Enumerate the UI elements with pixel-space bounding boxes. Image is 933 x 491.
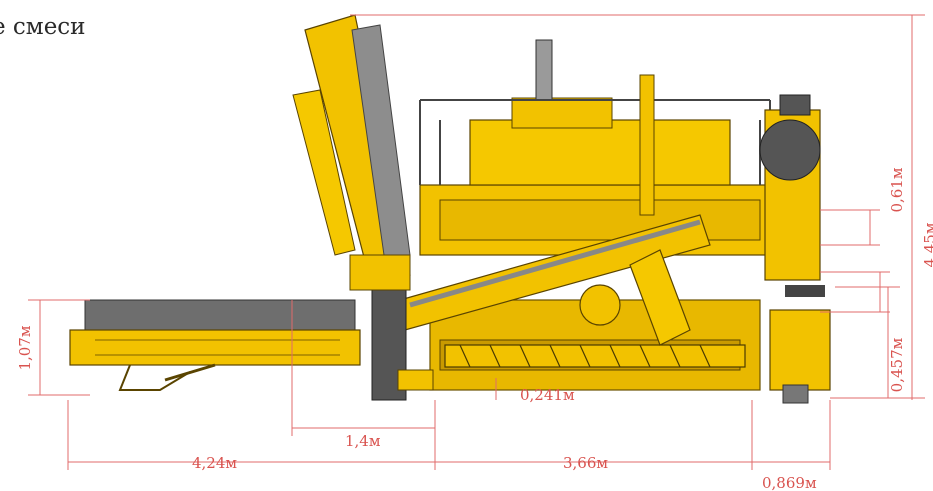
machine-illustration [69,14,831,404]
dimension-lines [28,14,925,470]
dim-lower-height: 0,457м [888,337,906,392]
dim-front-length: 4,24м [192,454,237,472]
dim-rear-length: 0,869м [762,474,817,491]
dim-inner-length: 1,4м [345,432,381,450]
dim-top-height: 0,61м [888,167,906,212]
caption-line-1: е смеси [0,14,86,40]
auger-screw [444,344,746,368]
dim-screw-clearance: 0,241м [520,386,575,404]
dim-conveyor-height: 1,07м [16,325,34,370]
dim-middle-length: 3,66м [563,454,608,472]
front-conveyor [69,299,361,391]
dim-overall-height: 4,45м [921,222,933,267]
